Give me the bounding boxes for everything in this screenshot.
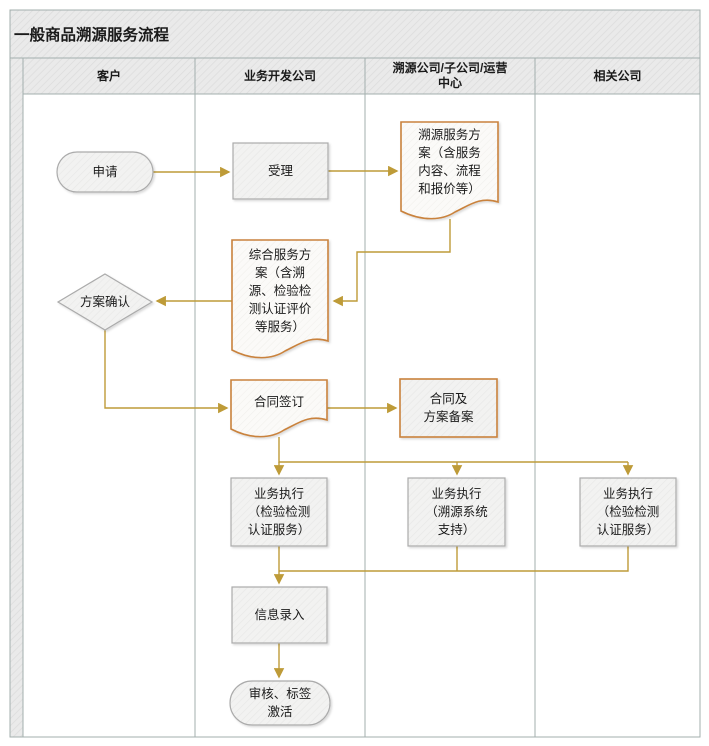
- exec-inspection-related-process-shape: [579, 477, 677, 547]
- lane-header-customer: 客户: [96, 68, 121, 83]
- title-band: [9, 9, 701, 59]
- phase-strip: [9, 57, 24, 738]
- contract-sign-document-shape: [230, 379, 328, 438]
- connector-trace-plan-to-combined-plan: [332, 219, 451, 307]
- connector-exec3-merge: [279, 546, 629, 572]
- page-title: 一般商品溯源服务流程: [14, 27, 170, 44]
- apply-stadium-shape: [56, 151, 154, 193]
- exec-trace-system-process-shape: [407, 477, 506, 547]
- exec-inspection-biz-process-shape: [230, 477, 328, 547]
- lane-header-traceco: 溯源公司/子公司/运营 中心: [392, 61, 508, 90]
- connector-confirm-to-contract: [104, 330, 229, 414]
- node-shapes: [56, 121, 677, 726]
- lane-header-related: 相关公司: [593, 68, 642, 83]
- info-entry-process-shape: [231, 586, 328, 644]
- connectors: [104, 165, 634, 679]
- swimlane-frame: [9, 9, 701, 738]
- contract-filing-process-shape: [399, 378, 498, 438]
- review-activate-stadium-shape: [229, 680, 331, 726]
- lane-header-bizdev: 业务开发公司: [243, 68, 316, 83]
- lane-body-related: [534, 93, 701, 738]
- accept-process-shape: [232, 142, 329, 200]
- trace-plan-document-shape: [400, 121, 499, 220]
- plan-confirm-decision-shape: [56, 273, 154, 331]
- lane-header-cell-customer: [22, 57, 196, 95]
- lane-header-cell-related: [534, 57, 701, 95]
- combined-plan-document-shape: [231, 239, 329, 359]
- lane-body-customer: [22, 93, 196, 738]
